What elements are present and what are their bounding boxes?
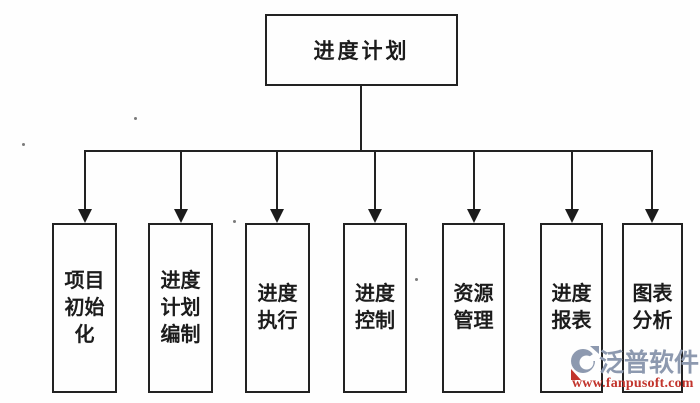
arrow-down-icon: [645, 209, 659, 223]
branch-box-0: 项目 初始 化: [52, 223, 117, 393]
branch-line-0: [84, 150, 86, 210]
root-box: 进度计划: [265, 14, 458, 86]
branch-box-label: 图表 分析: [632, 283, 673, 332]
branch-line-3: [374, 150, 376, 210]
distribution-rail-line: [84, 150, 653, 152]
watermark-url: www.fanpusoft.com: [572, 376, 694, 391]
branch-box-1: 进度 计划 编制: [148, 223, 213, 393]
branch-line-1: [180, 150, 182, 210]
arrow-down-icon: [467, 209, 481, 223]
branch-box-5: 进度 报表: [540, 223, 603, 393]
branch-box-label: 进度 报表: [551, 283, 592, 332]
branch-box-3: 进度 控制: [343, 223, 407, 393]
branch-box-6: 图表 分析: [622, 223, 683, 393]
branch-box-label: 进度 执行: [257, 283, 298, 332]
branch-box-label: 进度 控制: [355, 283, 395, 332]
arrow-down-icon: [174, 209, 188, 223]
fanpu-logo-icon: [571, 346, 599, 380]
root-box-label: 进度计划: [313, 39, 410, 63]
scan-speck: [233, 220, 236, 223]
branch-box-label: 进度 计划 编制: [160, 269, 201, 346]
watermark-brand-row: 泛普软件: [570, 345, 700, 380]
branch-box-label: 项目 初始 化: [64, 269, 105, 346]
trunk-connector-line: [360, 84, 362, 152]
watermark-brand: 泛普软件: [599, 350, 700, 377]
branch-box-2: 进度 执行: [245, 223, 310, 393]
branch-box-label: 资源 管理: [453, 283, 494, 332]
branch-line-4: [473, 150, 475, 210]
branch-box-4: 资源 管理: [442, 223, 505, 393]
branch-line-5: [571, 150, 573, 210]
watermark: 泛普软件 www.fanpusoft.com: [570, 345, 700, 391]
arrow-down-icon: [368, 209, 382, 223]
arrow-down-icon: [78, 209, 92, 223]
branch-line-2: [276, 150, 278, 210]
scan-speck: [415, 278, 418, 281]
arrow-down-icon: [270, 209, 284, 223]
branch-line-6: [651, 150, 653, 210]
scan-speck: [22, 143, 25, 146]
scan-speck: [134, 117, 137, 120]
arrow-down-icon: [565, 209, 579, 223]
